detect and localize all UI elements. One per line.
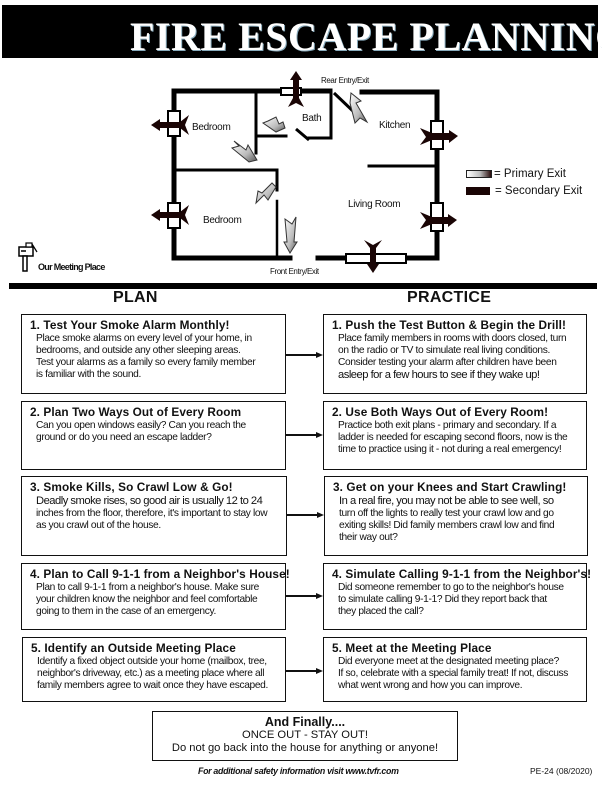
practice-step-5: 5. Meet at the Meeting Place Did everyon… — [323, 637, 587, 702]
section-divider — [9, 283, 597, 289]
page-title: FIRE ESCAPE PLANNING — [130, 14, 602, 59]
legend-primary: = Primary Exit — [466, 168, 566, 180]
plan-heading: PLAN — [113, 289, 158, 306]
title-bar: FIRE ESCAPE PLANNING — [2, 5, 602, 59]
walls — [171, 88, 440, 261]
connector-line — [286, 434, 316, 436]
connector-arrow-icon — [316, 432, 323, 438]
plan-step-text-line: ground or do you need an escape ladder? — [36, 432, 212, 443]
plan-step-title: 5. Identify an Outside Meeting Place — [31, 641, 236, 655]
practice-step-text-line: turn off the lights to really test your … — [339, 508, 554, 519]
practice-step-text-line: ladder is needed for escaping second flo… — [338, 432, 568, 443]
final-note-box: And Finally.... ONCE OUT - STAY OUT! Do … — [152, 711, 458, 761]
meeting-place-label: Our Meeting Place — [38, 262, 105, 272]
connector-line — [286, 595, 316, 597]
practice-step-text-line: Did everyone meet at the designated meet… — [338, 656, 559, 667]
connector-line — [287, 514, 317, 516]
practice-step-title: 4. Simulate Calling 9-1-1 from the Neigh… — [332, 567, 592, 581]
plan-step-5: 5. Identify an Outside Meeting Place Ide… — [22, 637, 286, 702]
connector-arrow-icon — [316, 593, 323, 599]
plan-step-text-line: Place smoke alarms on every level of you… — [36, 333, 252, 344]
footer-info-link[interactable]: For additional safety information visit … — [198, 766, 399, 776]
floor-plan — [151, 71, 458, 273]
practice-step-title: 3. Get on your Knees and Start Crawling! — [333, 480, 567, 494]
room-label-bath: Bath — [302, 113, 322, 124]
plan-step-text-line: family members agree to wait once they h… — [37, 680, 268, 691]
practice-step-text-line: their way out? — [339, 532, 398, 543]
practice-step-text-line: Place family members in rooms with doors… — [338, 333, 567, 344]
plan-step-4: 4. Plan to Call 9-1-1 from a Neighbor's … — [21, 563, 290, 630]
practice-step-1: 1. Push the Test Button & Begin the Dril… — [323, 314, 587, 394]
plan-step-3: 3. Smoke Kills, So Crawl Low & Go! Deadl… — [21, 476, 287, 556]
practice-step-4: 4. Simulate Calling 9-1-1 from the Neigh… — [323, 563, 592, 630]
plan-step-text-line: is familiar with the sound. — [36, 369, 141, 380]
connector-arrow-icon — [316, 668, 323, 674]
connector-line — [286, 670, 316, 672]
plan-step-text-line: Deadly smoke rises, so good air is usual… — [36, 495, 263, 507]
practice-step-text-line: If so, celebrate with a special family t… — [338, 668, 569, 679]
primary-exit-arrows — [230, 92, 369, 254]
practice-step-text-line: exiting skills! Did family members crawl… — [339, 520, 555, 531]
practice-heading: PRACTICE — [407, 289, 492, 306]
room-label-bedroom-bottom: Bedroom — [203, 215, 242, 226]
practice-step-text-line: what went wrong and how you can improve. — [338, 680, 523, 691]
practice-step-text-line: asleep for a few hours to see if they wa… — [338, 369, 540, 381]
practice-step-text-line: Consider testing your alarm after childr… — [338, 357, 557, 368]
final-note-line-2: Do not go back into the house for anythi… — [171, 742, 439, 754]
practice-step-text-line: Did someone remember to go to the neighb… — [338, 582, 564, 593]
legend-secondary-label: = Secondary Exit — [495, 185, 583, 197]
practice-step-text-line: on the radio or TV to simulate real livi… — [338, 345, 550, 356]
rear-entry-label: Rear Entry/Exit — [321, 76, 369, 85]
practice-step-text-line: time to practice using it - not during a… — [338, 444, 562, 455]
final-note-line-1: ONCE OUT - STAY OUT! — [242, 729, 368, 741]
plan-step-title: 3. Smoke Kills, So Crawl Low & Go! — [30, 480, 233, 494]
plan-step-text-line: Identify a fixed object outside your hom… — [37, 656, 267, 667]
plan-step-text-line: your children know the neighbor and feel… — [36, 594, 258, 605]
front-entry-label: Front Entry/Exit — [270, 267, 319, 276]
practice-step-3: 3. Get on your Knees and Start Crawling!… — [324, 476, 588, 556]
plan-step-1: 1. Test Your Smoke Alarm Monthly! Place … — [21, 314, 286, 394]
practice-step-title: 2. Use Both Ways Out of Every Room! — [332, 405, 549, 419]
plan-step-text-line: Test your alarms as a family so every fa… — [36, 357, 256, 368]
room-label-kitchen: Kitchen — [379, 120, 411, 131]
plan-step-text-line: as you crawl out of the house. — [36, 520, 161, 531]
legend-primary-label: = Primary Exit — [494, 168, 566, 180]
practice-step-text-line: In a real fire, you may not be able to s… — [339, 495, 554, 507]
mailbox-icon — [18, 242, 38, 272]
legend-secondary: = Secondary Exit — [466, 185, 582, 197]
plan-step-2: 2. Plan Two Ways Out of Every Room Can y… — [21, 401, 286, 470]
room-label-living-room: Living Room — [348, 199, 401, 210]
connector-line — [286, 354, 316, 356]
plan-step-title: 2. Plan Two Ways Out of Every Room — [30, 405, 242, 419]
practice-step-text-line: Practice both exit plans - primary and s… — [338, 420, 557, 431]
plan-step-text-line: Plan to call 9-1-1 from a neighbor's hou… — [36, 582, 259, 593]
practice-step-2: 2. Use Both Ways Out of Every Room! Prac… — [323, 401, 587, 470]
plan-step-title: 4. Plan to Call 9-1-1 from a Neighbor's … — [30, 567, 290, 581]
room-label-bedroom-top: Bedroom — [192, 122, 231, 133]
practice-step-title: 5. Meet at the Meeting Place — [332, 641, 492, 655]
practice-step-text-line: they placed the call? — [338, 606, 424, 617]
plan-step-text-line: Can you open windows easily? Can you rea… — [36, 420, 246, 431]
final-note-title: And Finally.... — [264, 715, 346, 729]
plan-step-text-line: inches from the floor, therefore, it's i… — [36, 508, 268, 519]
connector-arrow-icon — [316, 352, 323, 358]
plan-step-text-line: bedrooms, and outside any other sleeping… — [36, 345, 241, 356]
practice-step-title: 1. Push the Test Button & Begin the Dril… — [332, 318, 567, 332]
plan-step-text-line: neighbor's driveway, etc.) as a meeting … — [37, 668, 265, 679]
practice-step-text-line: to simulate calling 9-1-1? Did they repo… — [338, 594, 547, 605]
document-code: PE-24 (08/2020) — [530, 766, 593, 776]
primary-exit-swatch-icon — [466, 170, 492, 178]
connector-arrow-icon — [317, 512, 324, 518]
plan-step-text-line: going to them in the case of an emergenc… — [36, 606, 216, 617]
secondary-exit-swatch-icon — [466, 187, 490, 195]
plan-step-title: 1. Test Your Smoke Alarm Monthly! — [30, 318, 230, 332]
secondary-exit-arrows — [151, 71, 458, 273]
